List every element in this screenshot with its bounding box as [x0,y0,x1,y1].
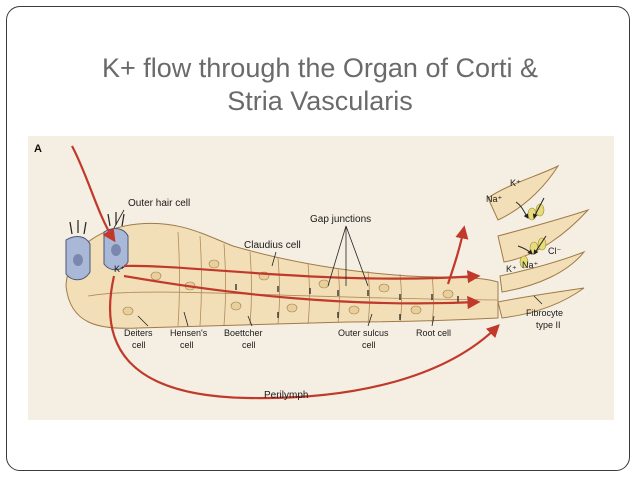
label-na-plus-bottom: Na⁺ [522,260,539,270]
label-outer-sulcus-2: cell [362,340,376,350]
label-cl-minus: Cl⁻ [548,246,561,256]
label-hensens-2: cell [180,340,194,350]
slide-title: K+ flow through the Organ of Corti & Str… [40,52,600,118]
slide-title-line-2: Stria Vascularis [227,86,413,116]
label-hensens-1: Hensen's [170,328,208,338]
label-na-plus-top: Na⁺ [486,194,503,204]
label-deiters-2: cell [132,340,146,350]
label-claudius-cell: Claudius cell [244,240,301,251]
label-fibrocyte-1: Fibrocyte [526,308,563,318]
slide-title-line-1: K+ flow through the Organ of Corti & [102,53,538,83]
label-k-plus-bottom: K⁺ [506,264,517,274]
label-k-plus-top: K⁺ [510,178,521,188]
label-root-cell: Root cell [416,328,451,338]
label-fibrocyte-2: type II [536,320,561,330]
panel-letter: A [34,143,42,155]
organ-of-corti-diagram: A [28,136,614,420]
label-boettcher-1: Boettcher [224,328,263,338]
label-outer-hair-cell: Outer hair cell [128,198,190,209]
label-deiters-1: Deiters [124,328,153,338]
label-gap-junctions: Gap junctions [310,214,371,225]
label-boettcher-2: cell [242,340,256,350]
label-perilymph: Perilymph [264,390,308,401]
label-k-plus-hair-cell: K⁺ [114,264,125,274]
label-outer-sulcus-1: Outer sulcus [338,328,389,338]
